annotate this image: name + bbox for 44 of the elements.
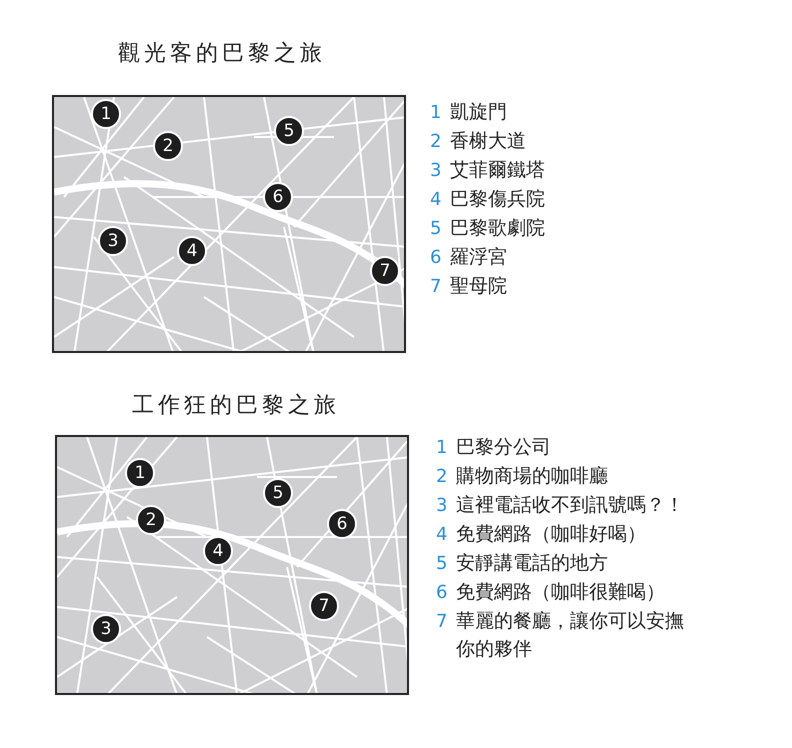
heading: 工作狂的巴黎之旅: [132, 392, 340, 420]
map-marker: 4: [203, 536, 233, 566]
list-item: 聖母院: [450, 274, 508, 299]
map-marker: 2: [153, 131, 183, 161]
map-marker: 1: [125, 458, 155, 488]
map-marker: 3: [98, 226, 128, 256]
list-number: 6: [430, 247, 442, 268]
list-item: 凱旋門: [450, 100, 508, 125]
list-item: 巴黎傷兵院: [450, 187, 546, 212]
list-number: 5: [436, 553, 448, 574]
map-marker: 5: [263, 478, 293, 508]
list-item: 羅浮宮: [450, 245, 508, 270]
list-item: 安靜講電話的地方: [456, 551, 609, 576]
list-number: 1: [436, 437, 448, 458]
list-number: 7: [436, 611, 448, 632]
map-marker: 3: [91, 614, 121, 644]
list-item: 華麗的餐廳，讓你可以安撫你的夥伴: [456, 609, 685, 662]
list-number: 5: [430, 218, 442, 239]
map-marker: 6: [263, 182, 293, 212]
map-marker: 7: [370, 256, 400, 286]
list-item: 艾菲爾鐵塔: [450, 158, 546, 183]
list-item: 這裡電話收不到訊號嗎？！: [456, 493, 685, 518]
list-number: 1: [430, 102, 442, 123]
list-item: 巴黎分公司: [456, 435, 552, 460]
map-marker: 2: [136, 505, 166, 535]
map-marker: 1: [91, 99, 121, 129]
list-number: 7: [430, 276, 442, 297]
list-item: 香榭大道: [450, 129, 527, 154]
list-item: 免費網路（咖啡好喝）: [456, 522, 647, 547]
map-marker: 5: [274, 116, 304, 146]
map-marker: 7: [309, 591, 339, 621]
heading: 觀光客的巴黎之旅: [118, 40, 326, 68]
map-marker: 6: [327, 509, 357, 539]
list-number: 3: [436, 495, 448, 516]
list-number: 4: [430, 189, 442, 210]
list-item: 免費網路（咖啡很難喝）: [456, 580, 666, 605]
list-number: 3: [430, 160, 442, 181]
list-item: 購物商場的咖啡廳: [456, 464, 609, 489]
list-number: 4: [436, 524, 448, 545]
list-number: 2: [430, 131, 442, 152]
list-number: 6: [436, 582, 448, 603]
list-item: 巴黎歌劇院: [450, 216, 546, 241]
list-number: 2: [436, 466, 448, 487]
map-marker: 4: [177, 236, 207, 266]
